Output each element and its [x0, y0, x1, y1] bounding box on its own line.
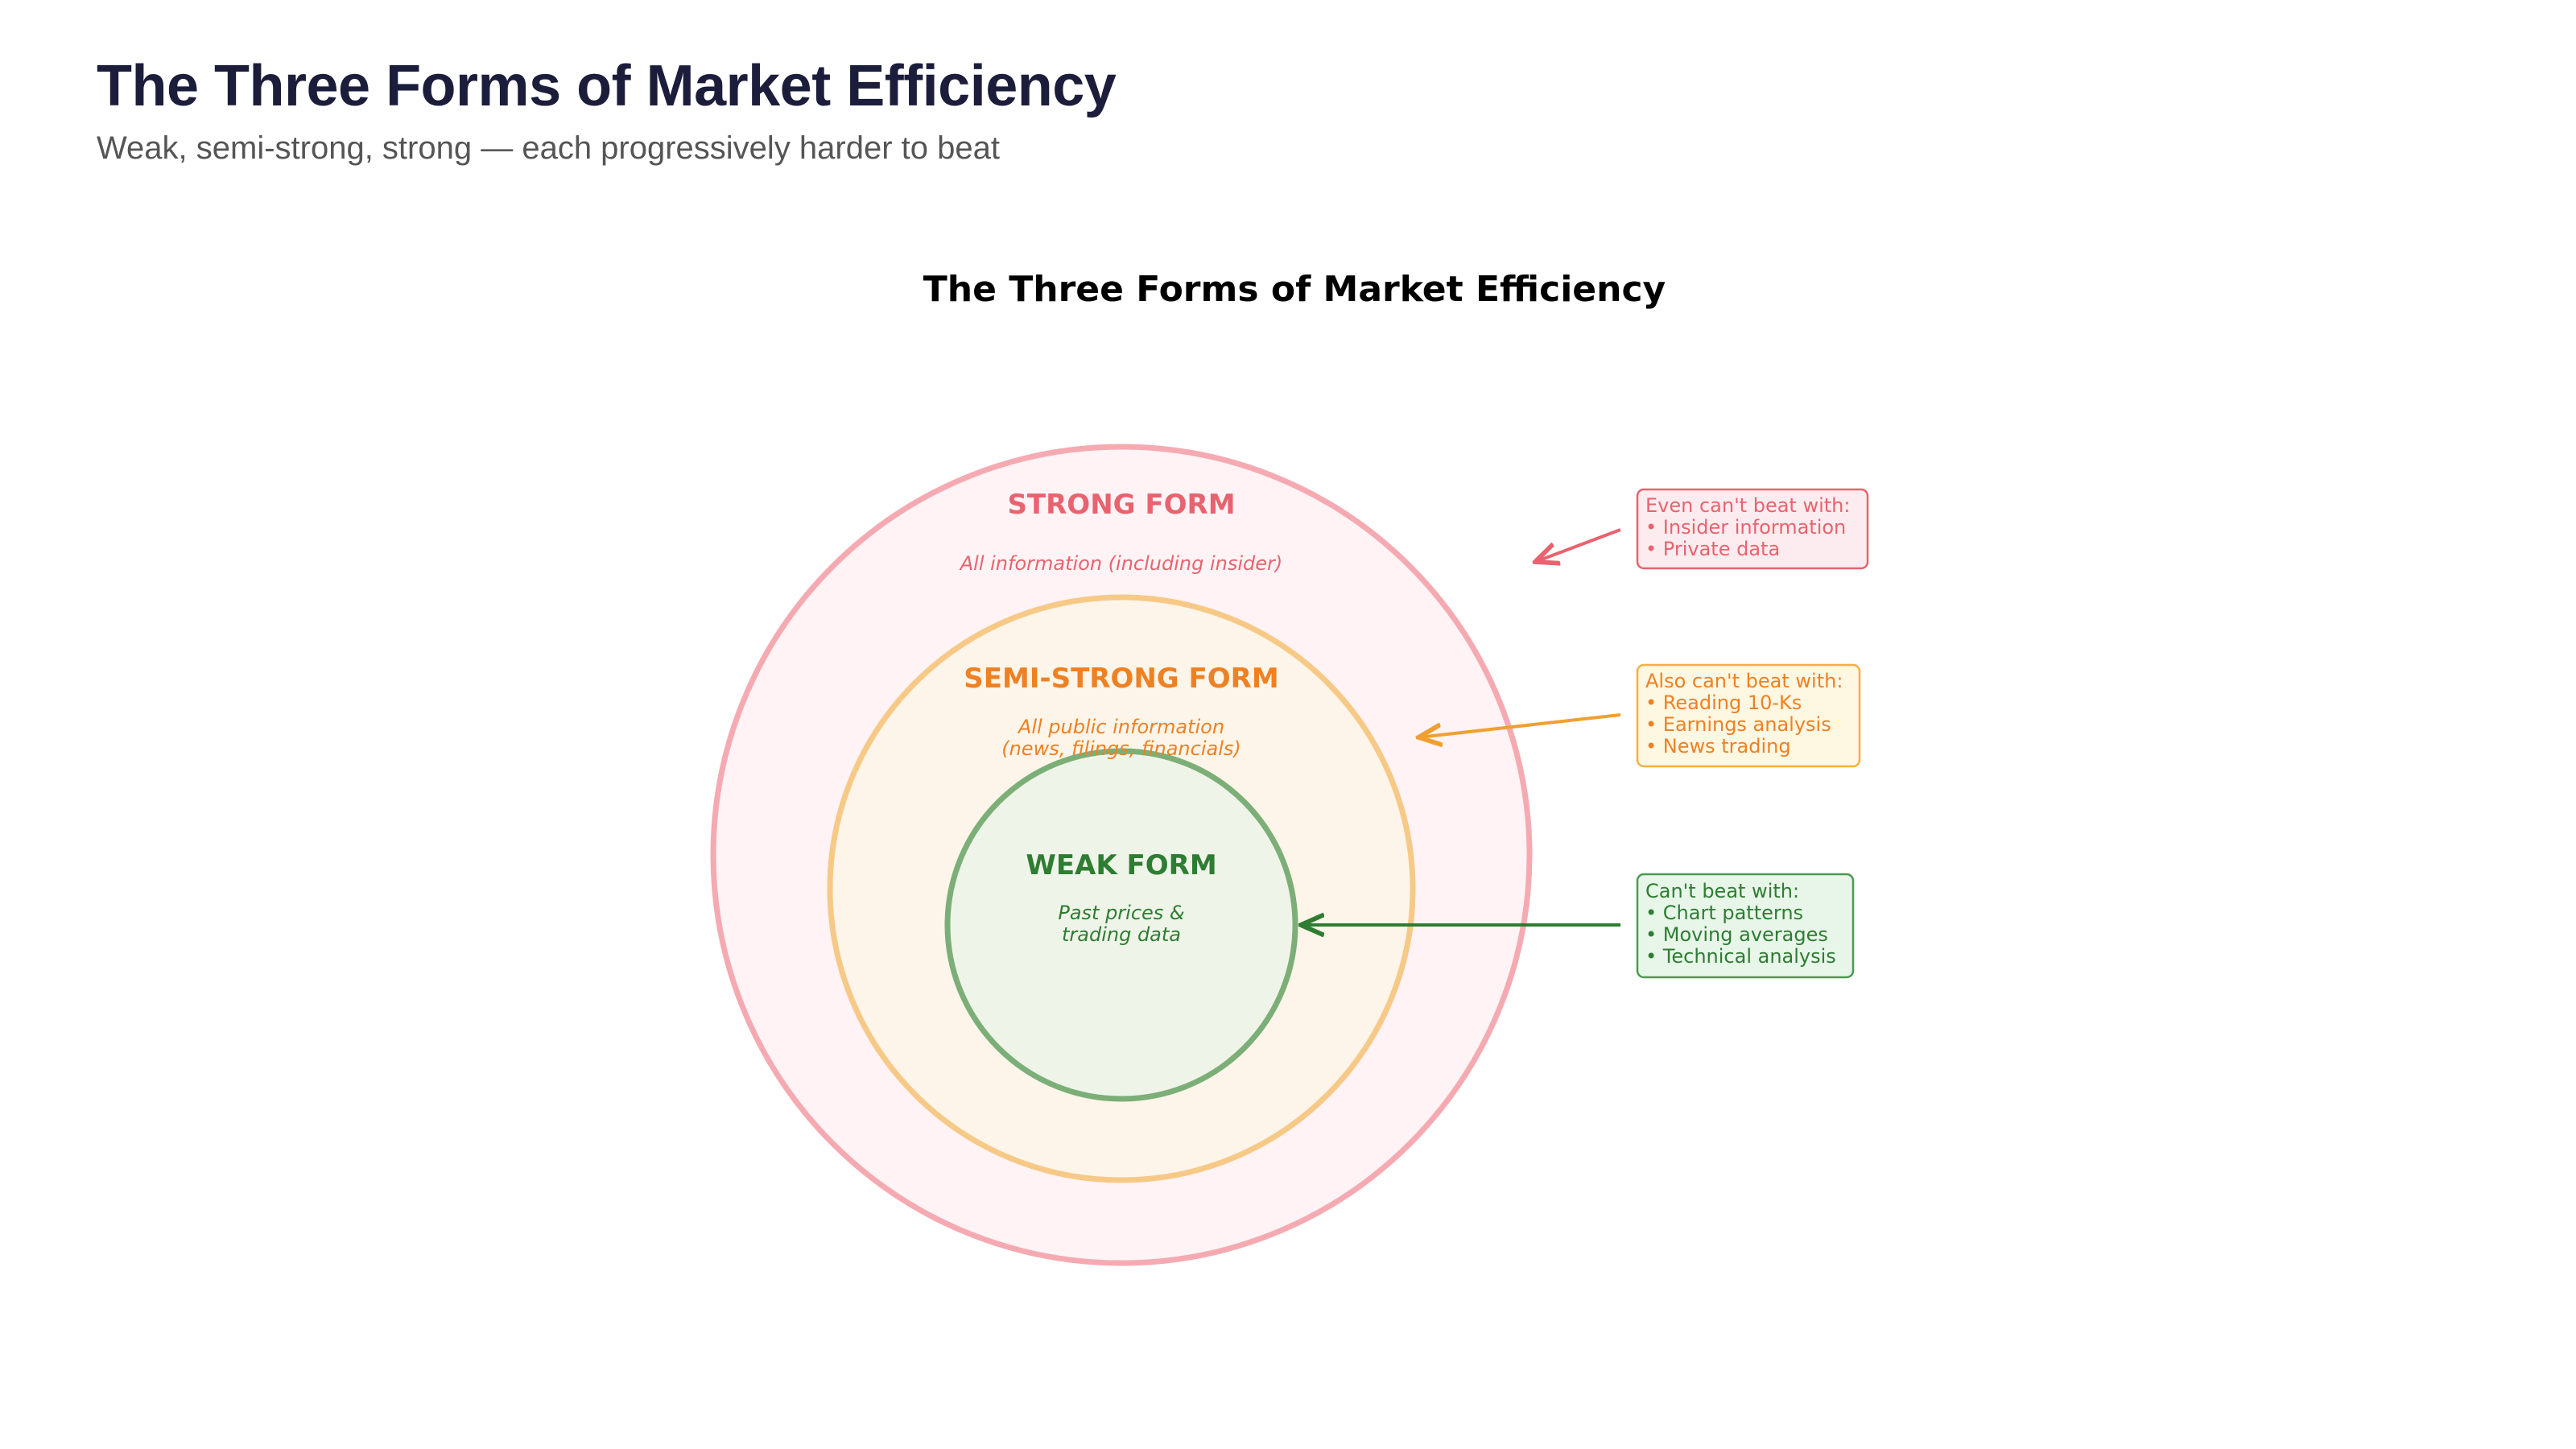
weak-form-ring	[944, 748, 1298, 1102]
semi-strong-callout-item: • News trading	[1645, 735, 1791, 758]
strong-form-description: All information (including insider)	[959, 552, 1283, 575]
weak-form-description-line1: Past prices &	[1058, 902, 1184, 924]
strong-callout-item: • Insider information	[1645, 516, 1846, 539]
semi-strong-callout-item: • Earnings analysis	[1645, 713, 1831, 736]
page-title: The Three Forms of Market Efficiency	[97, 54, 1117, 118]
semi-strong-callout-arrow	[1418, 713, 1621, 737]
strong-form-label: STRONG FORM	[1007, 489, 1235, 521]
semi-strong-callout-heading: Also can't beat with:	[1645, 670, 1843, 692]
strong-callout-item: • Private data	[1645, 538, 1780, 560]
semi-strong-form-label: SEMI-STRONG FORM	[964, 663, 1278, 695]
semi-strong-form-description-line2: (news, filings, financials)	[1001, 737, 1241, 760]
semi-strong-callout-item: • Reading 10-Ks	[1645, 691, 1802, 714]
strong-callout-heading: Even can't beat with:	[1645, 494, 1850, 517]
weak-callout-box	[1636, 873, 1855, 979]
strong-callout-box	[1636, 488, 1869, 570]
weak-form-label: WEAK FORM	[1026, 849, 1216, 881]
strong-callout-arrow	[1535, 528, 1621, 562]
page-subtitle: Weak, semi-strong, strong — each progres…	[97, 130, 1000, 166]
diagram-title: The Three Forms of Market Efficiency	[923, 269, 1666, 310]
slide-header: The Three Forms of Market Efficiency Wea…	[97, 53, 1117, 167]
weak-callout-item: • Technical analysis	[1645, 945, 1836, 968]
weak-callout-item: • Chart patterns	[1645, 902, 1803, 924]
semi-strong-callout-box	[1636, 663, 1861, 768]
weak-form-callout: Can't beat with: • Chart patterns • Movi…	[1636, 873, 1855, 979]
weak-form-description-line2: trading data	[1062, 923, 1181, 946]
weak-callout-heading: Can't beat with:	[1645, 880, 1799, 902]
strong-form-callout: Even can't beat with: • Insider informat…	[1636, 488, 1869, 570]
semi-strong-form-description-line1: All public information	[1017, 716, 1224, 738]
semi-strong-form-callout: Also can't beat with: • Reading 10-Ks • …	[1636, 663, 1861, 768]
weak-callout-item: • Moving averages	[1645, 923, 1828, 946]
